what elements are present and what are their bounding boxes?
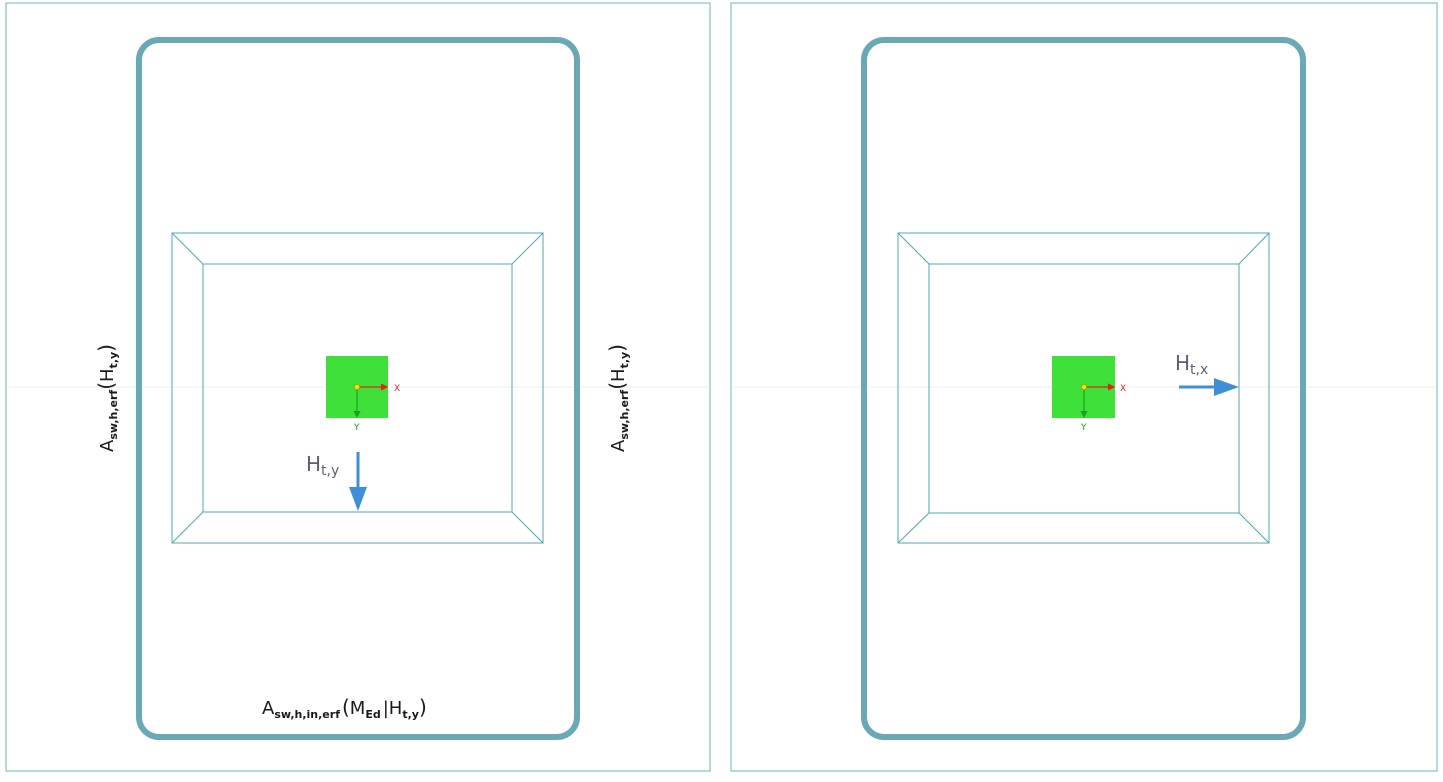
left-panel-frame <box>5 2 711 772</box>
left-opening <box>171 232 544 544</box>
left-opening-corner-bl <box>171 511 204 544</box>
arrow-right-icon <box>1179 378 1239 396</box>
left-force-arrow-head <box>349 487 367 511</box>
left-opening-corner-tl <box>171 232 204 265</box>
right-side-label: Asw,h,erf(Ht,y) <box>605 344 631 452</box>
right-panel-frame <box>730 2 1438 772</box>
bottom-label: Asw,h,in,erf(MEd|Ht,y) <box>262 695 427 721</box>
left-stirrup-outline <box>136 37 580 740</box>
left-origin-point <box>354 384 360 390</box>
right-axis-x-label: X <box>1120 384 1126 394</box>
right-opening-corner-bl <box>897 512 930 544</box>
left-opening-corner-br <box>511 511 544 544</box>
right-stirrup-outline <box>861 37 1306 740</box>
right-opening-corner-br <box>1238 512 1270 544</box>
left-opening-inner <box>202 263 513 513</box>
right-opening-inner <box>928 263 1240 514</box>
left-side-label: Asw,h,erf(Ht,y) <box>94 344 120 452</box>
right-origin-point <box>1081 384 1087 390</box>
right-force-label: Ht,x <box>1175 351 1208 378</box>
left-opening-corner-tr <box>511 232 544 265</box>
left-opening-outer <box>171 232 544 544</box>
left-force-label: Ht,y <box>306 452 339 479</box>
left-panel: X Y Ht,y Asw,h,erf(Ht,y) Asw,h,erf(Ht,y)… <box>5 2 711 772</box>
right-panel: X Y Ht,x <box>730 2 1438 772</box>
right-opening-corner-tl <box>897 232 930 265</box>
right-axis-y-label: Y <box>1080 423 1087 433</box>
right-opening-corner-tr <box>1238 232 1270 265</box>
axis-triad-icon: X Y <box>1080 383 1126 433</box>
right-opening <box>897 232 1270 544</box>
right-opening-outer <box>897 232 1270 544</box>
axis-triad-icon: X Y <box>353 383 400 433</box>
right-force-arrow-head <box>1214 378 1239 396</box>
left-axis-y-label: Y <box>353 423 360 433</box>
arrow-down-icon <box>349 452 367 511</box>
left-axis-x-label: X <box>394 384 400 394</box>
